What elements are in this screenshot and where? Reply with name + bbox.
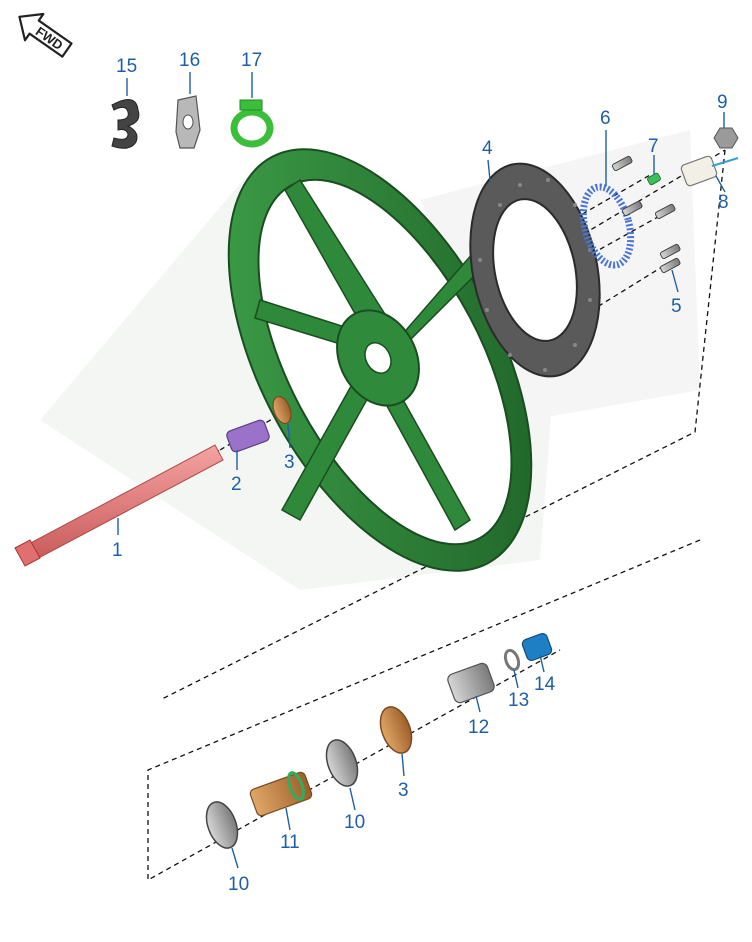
oil-seal-upper: [272, 395, 292, 425]
front-axle: [14, 444, 224, 567]
spacer-nut-blue: [521, 633, 553, 661]
sensor-screw: [647, 172, 661, 186]
fwd-orientation-arrow: FWD: [18, 12, 73, 58]
callout-13: 13: [508, 690, 529, 711]
callout-3-upper: 3: [284, 452, 295, 473]
callout-8: 8: [718, 192, 729, 213]
callout-2: 2: [231, 474, 242, 495]
callout-16: 16: [179, 50, 200, 71]
clip-c-shape: [111, 99, 140, 149]
callout-6: 6: [600, 108, 611, 129]
assembly-line-connector-upper: [159, 149, 726, 701]
bearing-lower: [205, 801, 239, 849]
wheel-rim: [227, 148, 533, 572]
bearing-upper: [325, 739, 359, 787]
callout-15: 15: [116, 56, 137, 77]
leader-lines: [117, 72, 726, 869]
callout-9: 9: [717, 92, 728, 113]
assembly-line-axis-upper: [219, 149, 726, 451]
callout-5: 5: [671, 296, 682, 317]
assembly-line-connector-lower: [147, 539, 701, 882]
callout-10-upper: 10: [344, 812, 365, 833]
callout-labels: 1 2 3 4 5 6 7 8 9 10 10 11 12 13 14 3 15…: [112, 50, 729, 895]
abs-tone-ring: [579, 183, 635, 269]
callout-4: 4: [482, 138, 493, 159]
callout-11: 11: [280, 832, 300, 853]
callout-7: 7: [648, 136, 659, 157]
clip-ring: [230, 99, 274, 148]
callout-12: 12: [468, 717, 489, 738]
callout-3-lower: 3: [398, 780, 409, 801]
disc-bolts: [611, 155, 681, 274]
callout-14: 14: [534, 674, 556, 695]
oil-seal-lower: [379, 706, 413, 754]
callout-1: 1: [112, 540, 123, 561]
assembly-line-bolt-a: [519, 174, 651, 251]
brake-disc: [469, 162, 601, 378]
axle-spacer-left: [226, 419, 270, 453]
hub-sleeve: [249, 771, 313, 817]
axle-nut-top: [713, 127, 739, 149]
clip-cable-guide: [175, 95, 201, 149]
callout-10-lower: 10: [228, 874, 249, 895]
abs-sensor-bracket: [680, 155, 739, 187]
washer: [503, 648, 521, 672]
hub-collar: [447, 662, 495, 704]
callout-17: 17: [241, 50, 262, 71]
